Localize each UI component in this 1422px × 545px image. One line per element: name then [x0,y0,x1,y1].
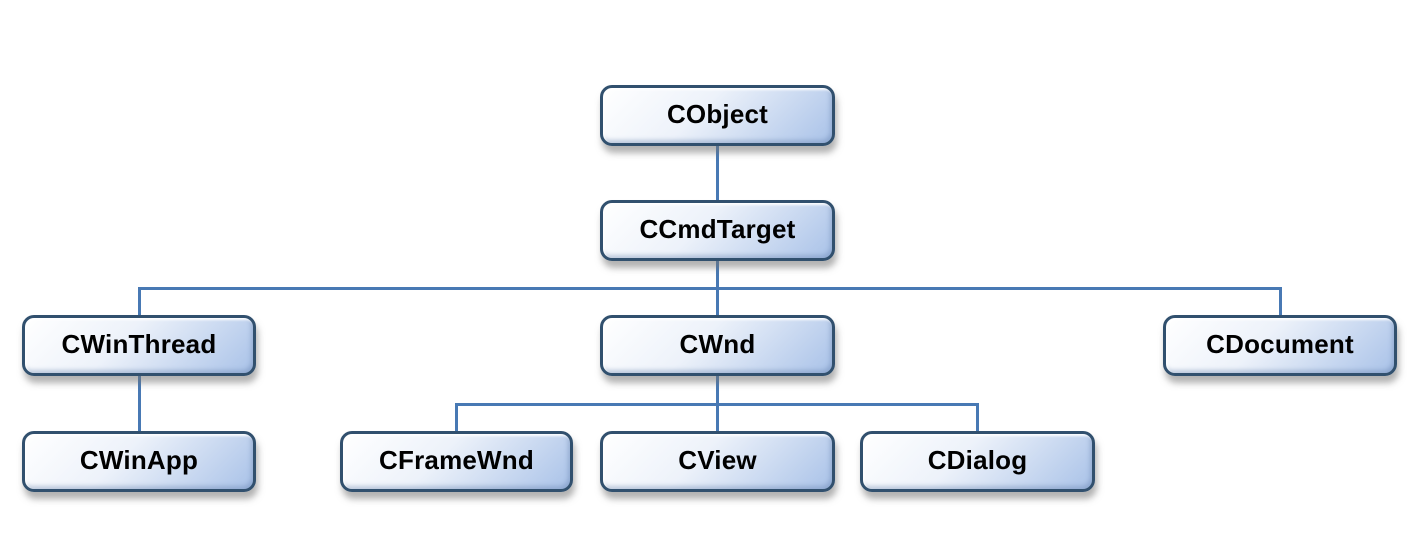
node-cobject: CObject [600,85,835,146]
node-label: CWinApp [79,445,199,475]
node-label: CWnd [679,329,756,359]
connector-line [716,288,719,315]
connector-line [716,376,719,404]
connector-line [455,404,458,431]
node-cwnd: CWnd [600,315,835,376]
node-cwinapp: CWinApp [22,431,256,492]
node-cwinthread: CWinThread [22,315,256,376]
connector-line [716,404,719,431]
node-ccmdtarget: CCmdTarget [600,200,835,261]
node-cframewnd: CFrameWnd [340,431,573,492]
node-label: CFrameWnd [379,445,534,475]
node-label: CDocument [1206,329,1354,359]
node-label: CWinThread [61,329,217,359]
connector-line [137,286,1282,290]
connector-line [1278,288,1282,315]
node-cview: CView [600,431,835,492]
connector-line [716,261,719,288]
node-cdialog: CDialog [860,431,1095,492]
node-label: CObject [666,99,769,129]
connector-line [716,146,719,200]
connector-line [976,404,979,431]
node-cdocument: CDocument [1163,315,1397,376]
connector-line [137,376,141,431]
node-label: CDialog [927,445,1028,475]
node-label: CView [678,445,757,475]
connector-line [137,288,141,315]
node-label: CCmdTarget [639,214,796,244]
